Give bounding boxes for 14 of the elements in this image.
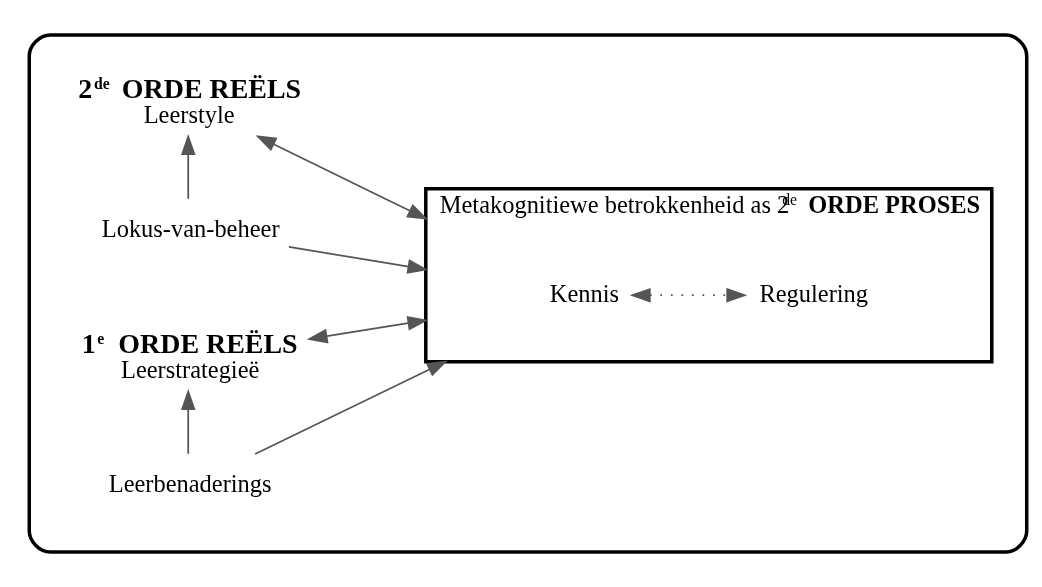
arrow	[306, 315, 429, 344]
arrow	[255, 135, 429, 220]
arrow	[180, 134, 196, 200]
node-text: Regulering	[759, 279, 869, 307]
node-text: Kennis	[549, 279, 620, 307]
node-text: 1$^{e}$ ORDE REËLS Leerstrategieë	[81, 327, 298, 383]
arrow	[629, 287, 748, 303]
arrow	[288, 246, 429, 274]
cluster	[27, 33, 1029, 554]
node-text: Lokus-van-beheer	[101, 215, 280, 243]
arrow	[254, 360, 448, 455]
node-text: Leerbenaderings	[108, 470, 272, 498]
arrow	[180, 389, 196, 455]
node-text: 2$^{de}$ ORDE REËLS Leerstyle	[78, 72, 302, 128]
